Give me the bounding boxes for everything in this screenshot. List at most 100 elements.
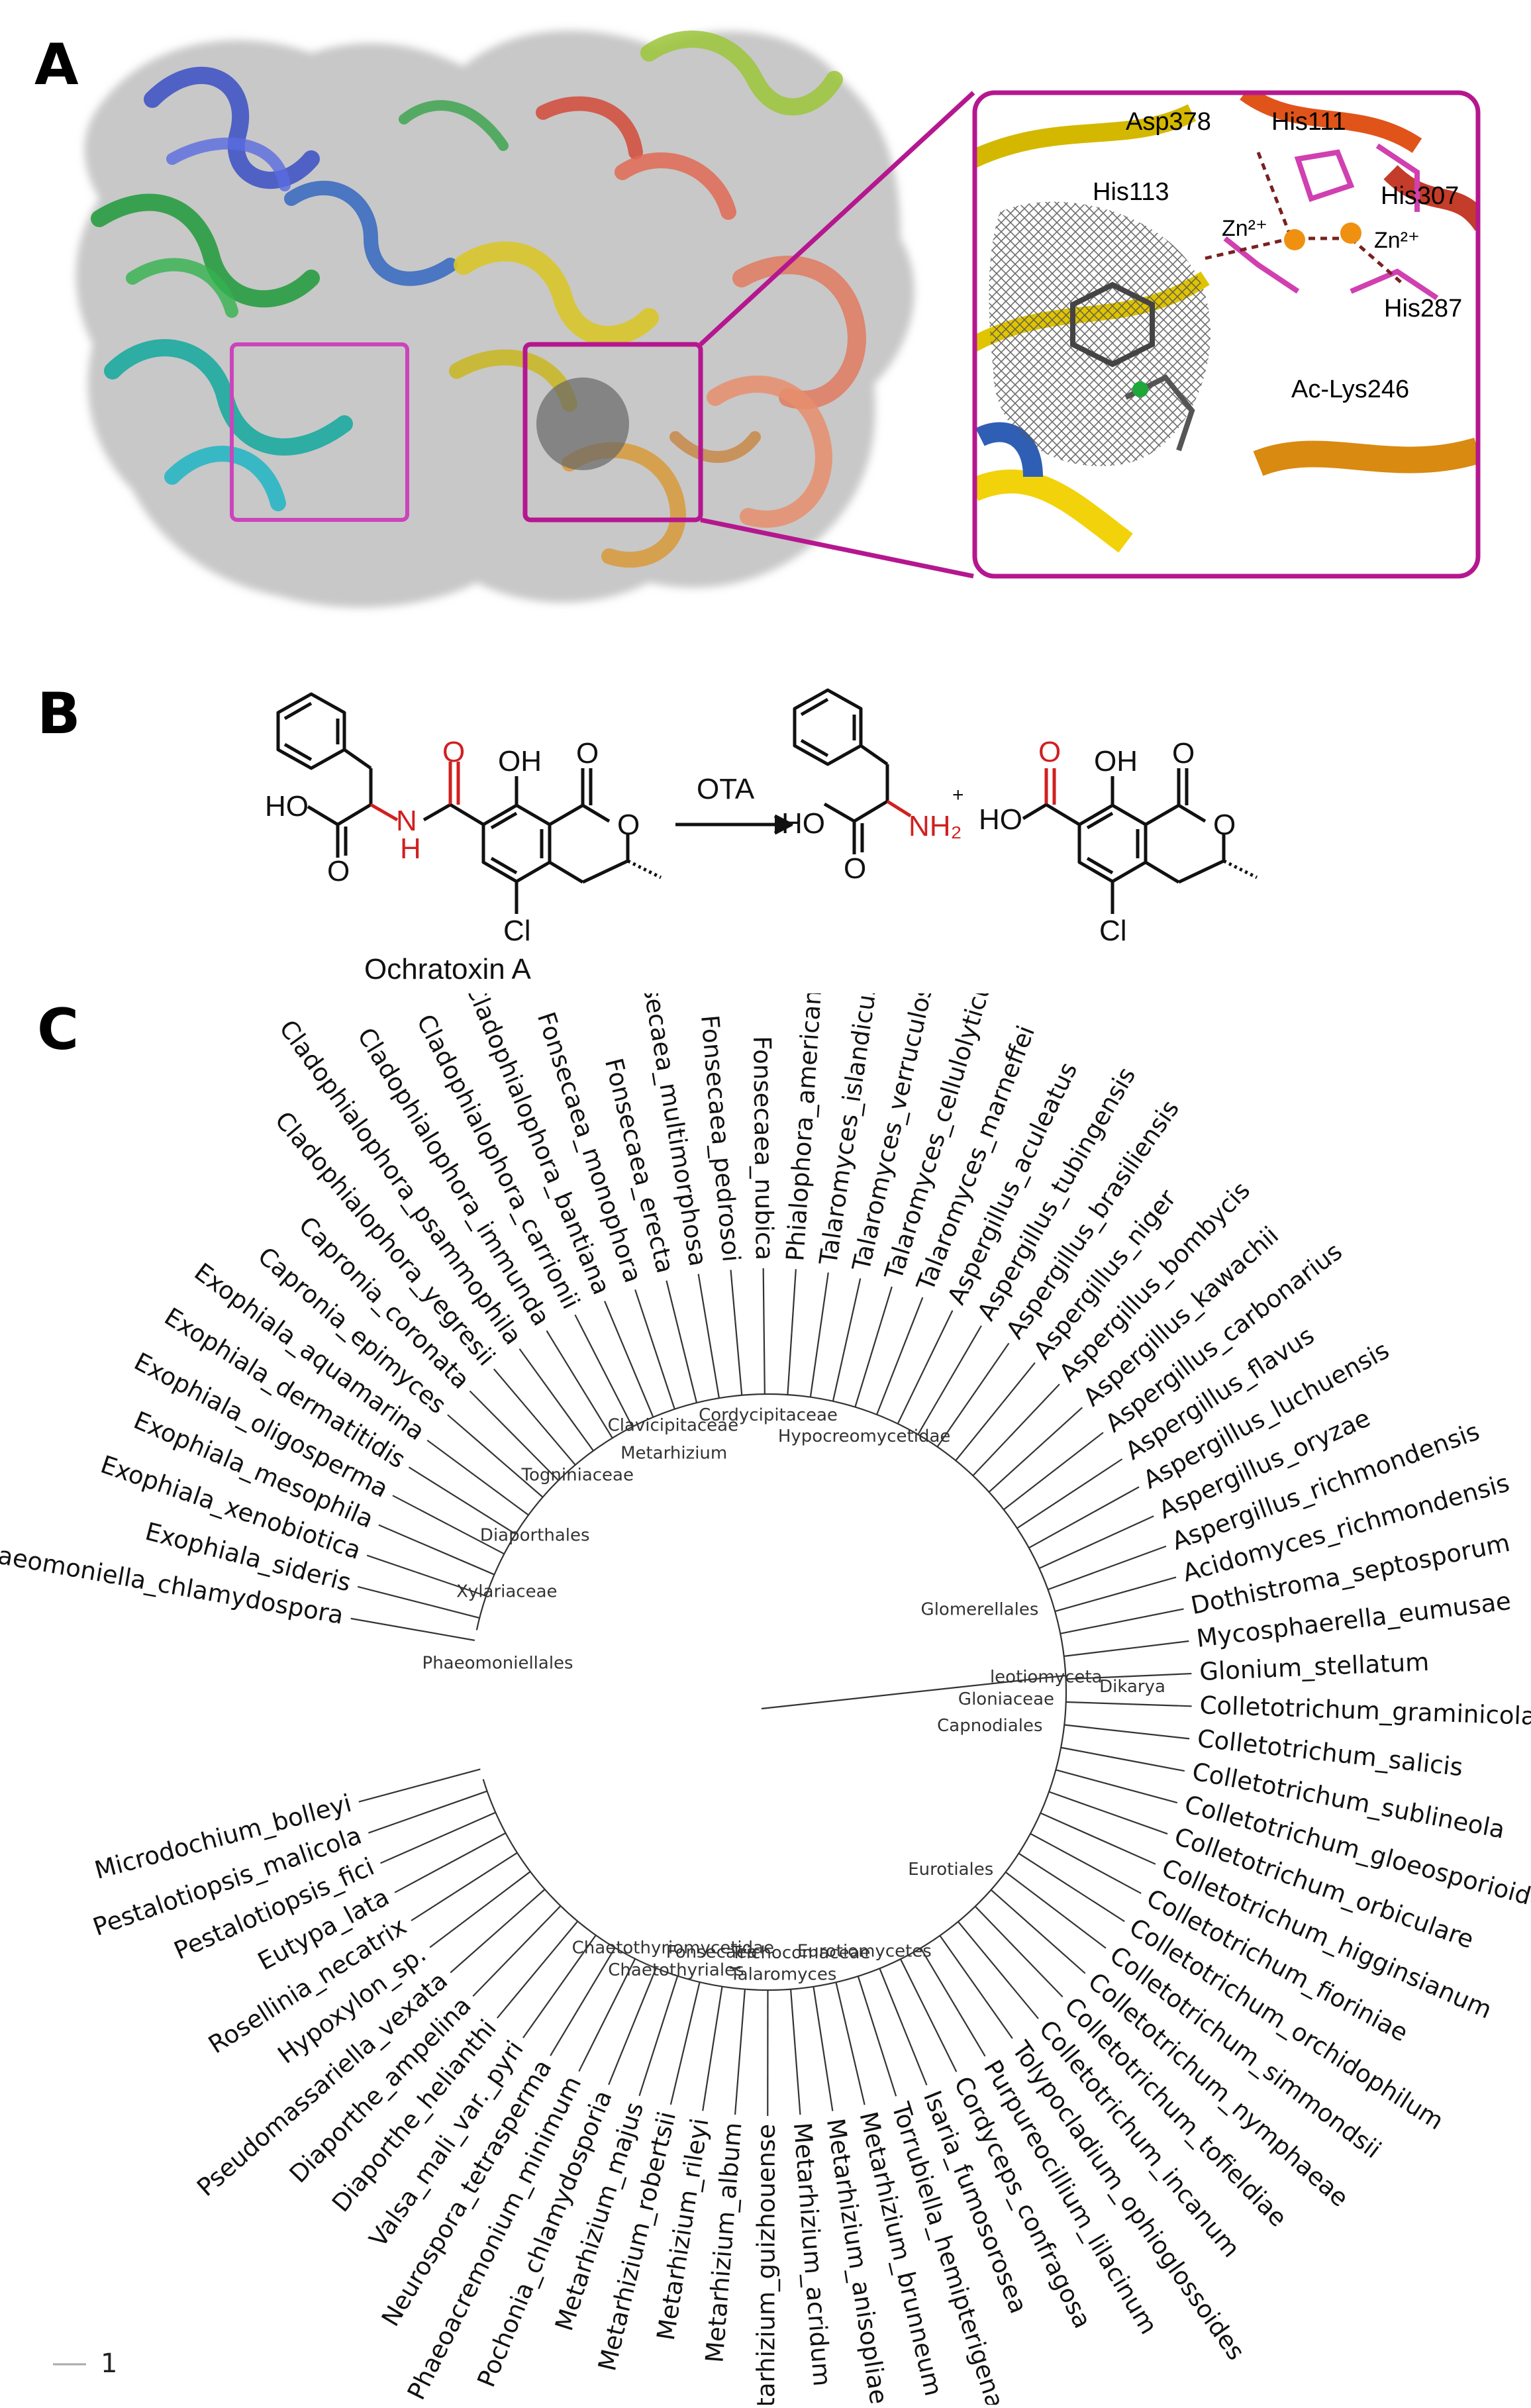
branch-42 [1056,1770,1127,1789]
atom-cl-1: Cl [503,915,531,947]
tip-branch-71 [430,1902,490,1948]
branch-73 [471,1833,505,1851]
tip-branch-76 [359,1782,432,1802]
branch-76 [432,1769,480,1782]
tip-branch-36 [1110,1609,1184,1623]
tree-clade-label: Talaromyces [729,1964,836,1984]
branch-10 [578,1429,593,1450]
branch-35 [1055,1604,1081,1611]
zinc-ion-1 [1284,229,1305,250]
enzyme-label: OTA [697,773,755,805]
residue-label-0: Asp378 [1126,108,1211,136]
tip-branch-61 [703,2036,715,2111]
tip-branch-67 [523,1996,553,2038]
tip-branch-27 [1003,1363,1035,1403]
tip-branch-34 [1107,1546,1166,1568]
tree-clade-label: Dikarya [1099,1677,1165,1697]
atom-nh2: NH₂ [909,810,962,842]
branch-72 [455,1853,517,1893]
tip-branch-18 [764,1268,765,1356]
tip-branch-32 [1094,1487,1139,1512]
branch-46 [1018,1854,1061,1881]
branch-69 [517,1906,560,1950]
branch-71 [490,1872,530,1902]
tree-branches [351,1268,1192,2116]
branch-74 [438,1813,495,1838]
branch-30 [1004,1493,1025,1509]
tip-branch-13 [605,1301,638,1382]
branch-23 [877,1379,891,1415]
branch-61 [715,1987,722,2036]
reaction-scheme: HO O N H O OH O O Cl HO O NH₂ HO O OH O … [0,662,1531,993]
tip-branch-72 [411,1893,455,1921]
panel-b-label: B [37,681,81,747]
tip-branch-55 [866,2001,896,2096]
branch-63 [666,1976,678,2013]
branch-1 [431,1605,480,1618]
tree-leaf: Glonium_stellatum [1199,1648,1430,1686]
branch-41 [1061,1748,1111,1757]
tip-branch-50 [975,1942,1038,2019]
branch-14 [655,1350,674,1409]
tree-leaf: Fonsecaea_nubica [748,1036,779,1260]
branch-22 [855,1336,877,1407]
tip-branch-19 [792,1269,796,1332]
panel-b: B [0,662,1531,993]
residue-label-2: His113 [1093,178,1169,206]
substrate-name: Ochratoxin A [364,953,532,985]
panel-a: A [0,0,1531,662]
tip-branch-51 [969,1977,1012,2038]
tip-branch-12 [575,1315,599,1360]
branch-32 [1029,1512,1094,1548]
tip-branch-14 [635,1289,655,1350]
tip-branch-24 [925,1311,953,1368]
tree-clade-label: Chaetothyriomycetidae [572,1938,774,1958]
atom-ho-1: HO [265,790,309,823]
tree-clade-labels: DikaryaleotiomycetaGloniaceaeCapnodiales… [422,1405,1165,1984]
plus-sign: + [952,784,964,806]
tip-branch-1 [358,1587,430,1605]
branch-49 [975,1907,1018,1952]
branch-28 [973,1448,999,1476]
tree-clade-label: Glomerellales [921,1600,1039,1620]
atom-o-3: O [617,809,640,841]
branch-43 [1049,1792,1085,1805]
atom-o-4: O [844,852,866,885]
tip-branch-70 [450,1907,524,1972]
tip-branch-40 [1091,1728,1189,1739]
tree-clade-label: Xylariaceae [456,1581,557,1601]
tip-branch-35 [1081,1578,1176,1605]
atom-h: H [400,832,421,865]
tip-branch-15 [666,1281,690,1378]
tip-branch-52 [959,2012,985,2056]
atom-oh-1: OH [498,745,542,778]
atom-o-5: O [1172,737,1195,770]
zinc-ion-2 [1340,223,1361,244]
atom-o-2: O [576,737,599,770]
branch-60 [743,1989,745,2016]
tree-clade-label: Eurotiales [908,1860,993,1880]
tree-clade-label: Phaeomoniellales [422,1653,573,1673]
tip-branch-64 [609,2026,632,2085]
tip-branch-47 [1065,1917,1106,1948]
tip-branch-28 [999,1384,1060,1448]
tip-branch-48 [1020,1915,1085,1974]
tree-clade-label: Metarhizium [620,1444,727,1464]
tip-branch-0 [351,1619,449,1636]
tree-clade-label: Gloniaceae [958,1689,1054,1709]
tree-leaf: Colletotrichum_graminicola [1199,1691,1531,1731]
branch-20 [811,1371,815,1397]
tip-branch-56 [848,2031,865,2105]
branch-37 [1064,1647,1138,1656]
tip-branch-41 [1111,1757,1185,1771]
tip-branch-53 [918,1993,957,2072]
tip-branch-44 [1097,1838,1156,1864]
tip-branch-5 [409,1467,493,1520]
tip-branch-58 [793,2028,800,2115]
tip-branch-20 [815,1272,828,1370]
tree-clade-label: Capnodiales [937,1716,1042,1736]
branch-19 [787,1332,791,1395]
tree-clade-label: leotiomyceta [990,1667,1103,1687]
tip-branch-63 [639,2013,666,2096]
